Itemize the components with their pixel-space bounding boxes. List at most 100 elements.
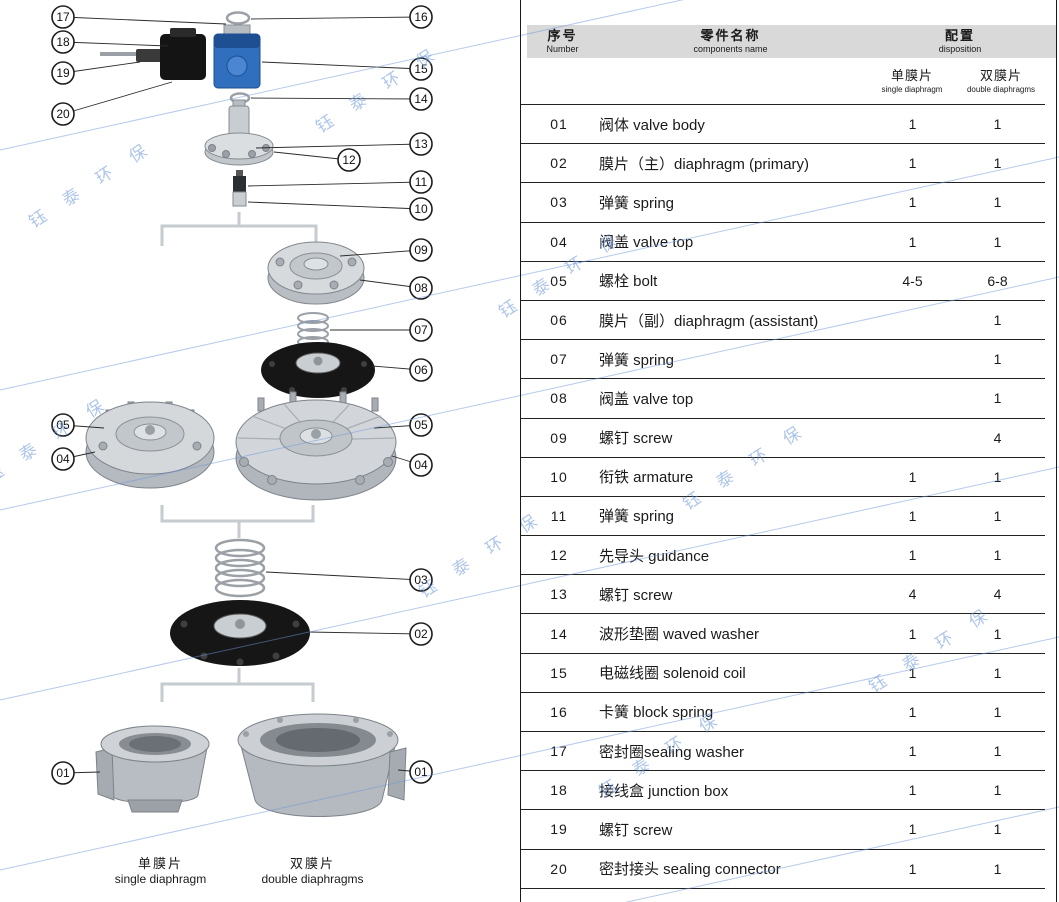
callout-number: 14 <box>414 92 428 106</box>
callout-number: 19 <box>56 66 70 80</box>
callout-leader-line <box>62 41 169 47</box>
row-name: 膜片（主）diaphragm (primary) <box>599 155 810 173</box>
callout-number: 13 <box>414 137 428 151</box>
header-number: 序号 Number <box>527 25 598 58</box>
row-name: 先导头 guidance <box>599 547 710 565</box>
row-name: 密封圈sealing washer <box>599 743 745 761</box>
row-single-qty: 1 <box>908 782 917 799</box>
panel-divider <box>520 0 521 902</box>
row-name: 电磁线圈 solenoid coil <box>599 665 746 683</box>
callout-leader-line <box>250 16 422 20</box>
diaphragm-primary-part <box>170 600 310 666</box>
row-name: 膜片（副）diaphragm (assistant) <box>599 312 819 330</box>
right-border <box>1056 0 1057 902</box>
callout-leader-line <box>255 143 422 149</box>
row-single-qty: 1 <box>908 743 917 760</box>
row-single-qty: 1 <box>908 821 917 838</box>
callout-number: 10 <box>414 202 428 216</box>
callout-number: 20 <box>56 107 70 121</box>
row-name: 接线盒 junction box <box>599 782 729 800</box>
row-number: 20 <box>550 860 568 877</box>
row-single-qty: 1 <box>908 155 917 172</box>
row-single-qty: 1 <box>908 194 917 211</box>
screw-part <box>100 52 140 56</box>
row-name: 螺栓 bolt <box>599 273 658 291</box>
row-double-qty: 1 <box>993 625 1002 642</box>
row-number: 10 <box>550 468 568 485</box>
row-double-qty: 4 <box>993 429 1002 446</box>
row-name: 阀盖 valve top <box>599 234 694 252</box>
callout-leader-line <box>265 571 422 581</box>
callout-number: 11 <box>415 175 428 189</box>
row-number: 12 <box>550 547 568 564</box>
row-name: 弹簧 spring <box>599 194 675 212</box>
callout-number: 07 <box>414 323 428 337</box>
valve-body-single-part <box>95 725 210 813</box>
junction-box-part <box>100 28 206 80</box>
row-number: 18 <box>550 782 568 799</box>
header-number-zh: 序号 <box>547 27 578 43</box>
callout-number: 05 <box>56 418 70 432</box>
header-disposition: 配置 disposition <box>863 25 1057 58</box>
row-name: 密封接头 sealing connector <box>599 861 781 879</box>
row-number: 08 <box>550 390 568 407</box>
row-name: 螺钉 screw <box>599 821 673 839</box>
callout-leader-line <box>247 201 422 210</box>
parts-table: 序号 Number 零件名称 components name 配置 dispos… <box>520 0 1059 902</box>
row-number: 05 <box>550 272 568 289</box>
row-number: 15 <box>550 664 568 681</box>
row-double-qty: 1 <box>993 390 1002 407</box>
row-name: 螺钉 screw <box>599 586 673 604</box>
row-number: 07 <box>550 351 568 368</box>
row-double-qty: 1 <box>993 821 1002 838</box>
row-double-qty: 1 <box>993 782 1002 799</box>
sealing-connector-part <box>136 49 164 62</box>
row-name: 阀体 valve body <box>599 116 705 134</box>
guidance-part <box>204 99 274 166</box>
row-name: 阀盖 valve top <box>599 390 694 408</box>
callout-leader-line <box>62 81 173 115</box>
table-row: 18 接线盒 junction box 1 1 <box>520 771 1045 811</box>
row-single-qty: 1 <box>908 625 917 642</box>
row-name: 螺钉 screw <box>599 430 673 448</box>
table-row: 08 阀盖 valve top 1 <box>520 379 1045 419</box>
header-disposition-en: disposition <box>938 43 982 54</box>
caption-single-en: single diaphragm <box>114 872 207 887</box>
row-number: 02 <box>550 155 568 172</box>
row-name: 波形垫圈 waved washer <box>599 626 760 644</box>
row-number: 16 <box>550 703 568 720</box>
row-number: 09 <box>550 429 568 446</box>
row-single-qty: 4-5 <box>902 272 923 289</box>
subheader-single: 单膜片 single diaphragm <box>872 68 952 95</box>
caption-double-diaphragm: 双膜片 double diaphragms <box>240 856 385 887</box>
row-double-qty: 1 <box>993 468 1002 485</box>
callout-leader-line <box>247 181 422 187</box>
callout-number: 15 <box>414 62 428 76</box>
row-number: 04 <box>550 233 568 250</box>
row-double-qty: 1 <box>993 860 1002 877</box>
row-single-qty: 1 <box>908 664 917 681</box>
row-number: 03 <box>550 194 568 211</box>
row-double-qty: 1 <box>993 233 1002 250</box>
caption-single-zh: 单膜片 <box>137 856 183 871</box>
callout-number: 09 <box>414 243 428 257</box>
header-name: 零件名称 components name <box>598 25 863 58</box>
callout-number: 08 <box>414 281 428 295</box>
callout-number: 01 <box>56 766 70 780</box>
row-single-qty: 1 <box>908 547 917 564</box>
row-name: 弹簧 spring <box>599 351 675 369</box>
